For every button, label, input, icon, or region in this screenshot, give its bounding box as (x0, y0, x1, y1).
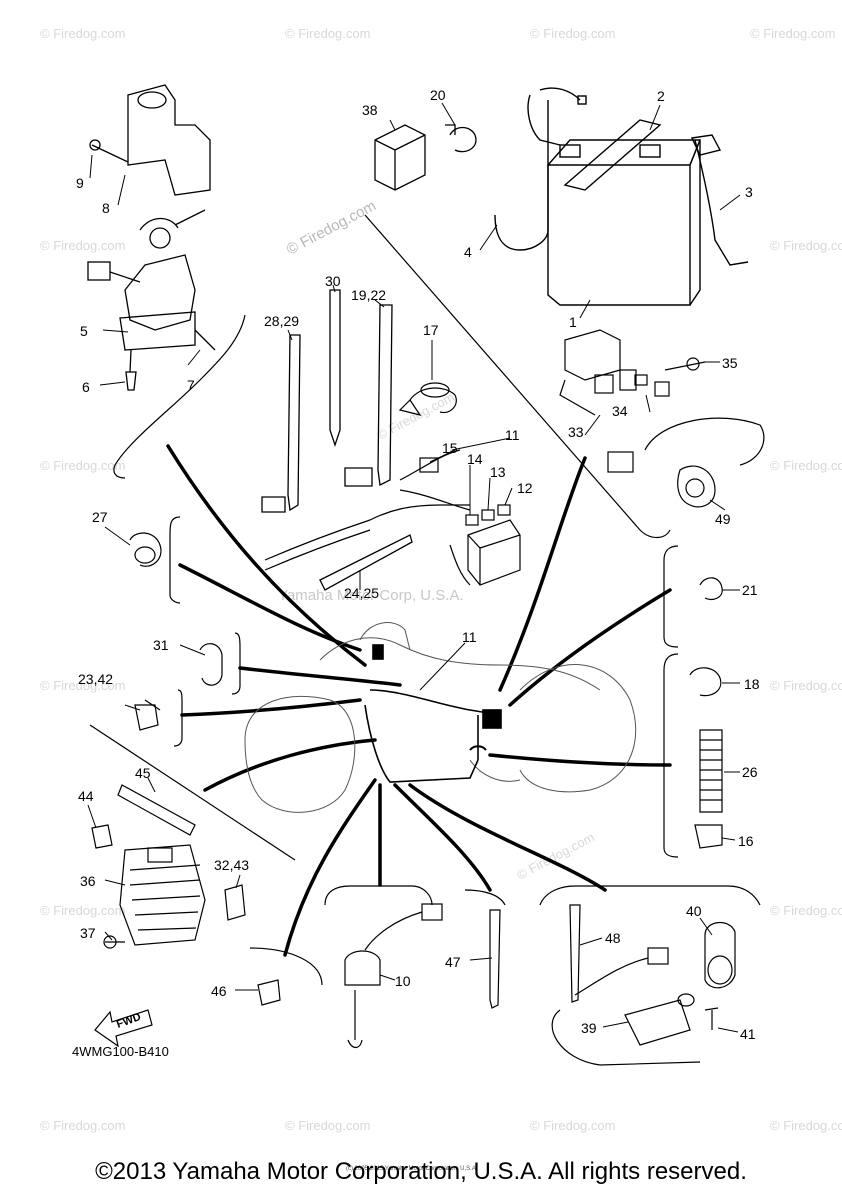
ghost-text: Yamaha Motor Corp, U.S.A. (278, 587, 464, 604)
watermark: © Firedog.com (374, 389, 456, 442)
watermark: © Firedog.com (40, 678, 125, 693)
right-clips (689, 577, 723, 849)
callout-36: 36 (80, 873, 96, 889)
callout-1: 1 (569, 314, 577, 330)
watermark: © Firedog.com (40, 458, 125, 473)
sensor-49 (607, 417, 765, 508)
callout-47: 47 (445, 954, 461, 970)
callout-41: 41 (740, 1026, 756, 1042)
clip-17 (398, 382, 457, 416)
callout-35: 35 (722, 355, 738, 371)
part-code: 4WMG100-B410 (72, 1044, 169, 1059)
left-clips (129, 532, 223, 731)
sub-harness (264, 449, 521, 586)
callout-34: 34 (612, 403, 628, 419)
relay (374, 124, 477, 191)
callout-33: 33 (568, 424, 584, 440)
watermark: © Firedog.com (40, 238, 125, 253)
callout-labels: 1 2 3 4 5 6 7 8 9 10 11 11 12 13 14 15 1… (72, 87, 760, 1172)
battery (494, 87, 749, 306)
harness-route (364, 644, 502, 783)
watermark: © Firedog.com (770, 1118, 842, 1133)
callout-31: 31 (153, 637, 169, 653)
callout-26: 26 (742, 764, 758, 780)
watermark: © Firedog.com (530, 26, 615, 41)
callout-48: 48 (605, 930, 621, 946)
watermark: © Firedog.com (285, 1118, 370, 1133)
callout-13: 13 (490, 464, 506, 480)
callout-2: 2 (657, 88, 665, 104)
callout-7: 7 (187, 377, 195, 393)
callout-8: 8 (102, 200, 110, 216)
callout-45: 45 (135, 765, 151, 781)
callout-37: 37 (80, 925, 96, 941)
vehicle-outline (244, 622, 637, 813)
main-switch (87, 84, 216, 391)
callout-32-43: 32,43 (214, 857, 249, 873)
watermark: © Firedog.com (770, 238, 842, 253)
callout-39: 39 (581, 1020, 597, 1036)
watermark: © Firedog.com (514, 829, 596, 882)
cable-ties (261, 289, 413, 591)
callout-30: 30 (325, 273, 341, 289)
callout-23-42: 23,42 (78, 671, 113, 687)
callout-16: 16 (738, 833, 754, 849)
watermark: © Firedog.com (530, 1118, 615, 1133)
callout-24-25: 24,25 (344, 585, 379, 601)
leader-lines (166, 444, 672, 957)
callout-15: 15 (442, 440, 458, 456)
callout-10: 10 (395, 973, 411, 989)
callout-17: 17 (423, 322, 439, 338)
callout-ticks (87, 102, 741, 1033)
callout-3: 3 (745, 184, 753, 200)
copyright-footer: ©2013 Yamaha Motor Corporation, U.S.A. A… (95, 1158, 747, 1185)
callout-46: 46 (211, 983, 227, 999)
watermark: © Firedog.com (284, 197, 379, 258)
callout-5: 5 (80, 323, 88, 339)
relay-33 (559, 329, 706, 416)
watermark: © Firedog.com (770, 678, 842, 693)
watermark: © Firedog.com (770, 458, 842, 473)
callout-11: 11 (505, 427, 520, 443)
callout-12: 12 (517, 480, 533, 496)
callout-28-29: 28,29 (264, 313, 299, 329)
callout-20: 20 (430, 87, 446, 103)
callout-40: 40 (686, 903, 702, 919)
watermark: © Firedog.com (770, 903, 842, 918)
watermark: © Firedog.com (750, 26, 835, 41)
watermark: © Firedog.com (40, 903, 125, 918)
callout-38: 38 (362, 102, 378, 118)
callout-49: 49 (715, 511, 731, 527)
callout-44: 44 (78, 788, 94, 804)
callout-19-22: 19,22 (351, 287, 386, 303)
watermark: © Firedog.com (40, 1118, 125, 1133)
lower-middle-parts (344, 903, 501, 1049)
lower-right-parts (551, 904, 736, 1066)
callout-21: 21 (742, 582, 758, 598)
callout-6: 6 (82, 379, 90, 395)
watermark: © Firedog.com (285, 26, 370, 41)
tiny-credit: (c) 2005-2015 Yamaha Motor Corporation, … (346, 1166, 478, 1172)
callout-27: 27 (92, 509, 108, 525)
callout-4: 4 (464, 244, 472, 260)
watermark-group: © Firedog.com © Firedog.com © Firedog.co… (40, 26, 842, 1133)
callout-11: 11 (462, 629, 477, 645)
callout-18: 18 (744, 676, 760, 692)
callout-9: 9 (76, 175, 84, 191)
watermark: © Firedog.com (40, 26, 125, 41)
fwd-arrow-label: FWD (115, 1011, 143, 1031)
callout-14: 14 (467, 451, 483, 467)
lower-left-parts (91, 784, 281, 1048)
